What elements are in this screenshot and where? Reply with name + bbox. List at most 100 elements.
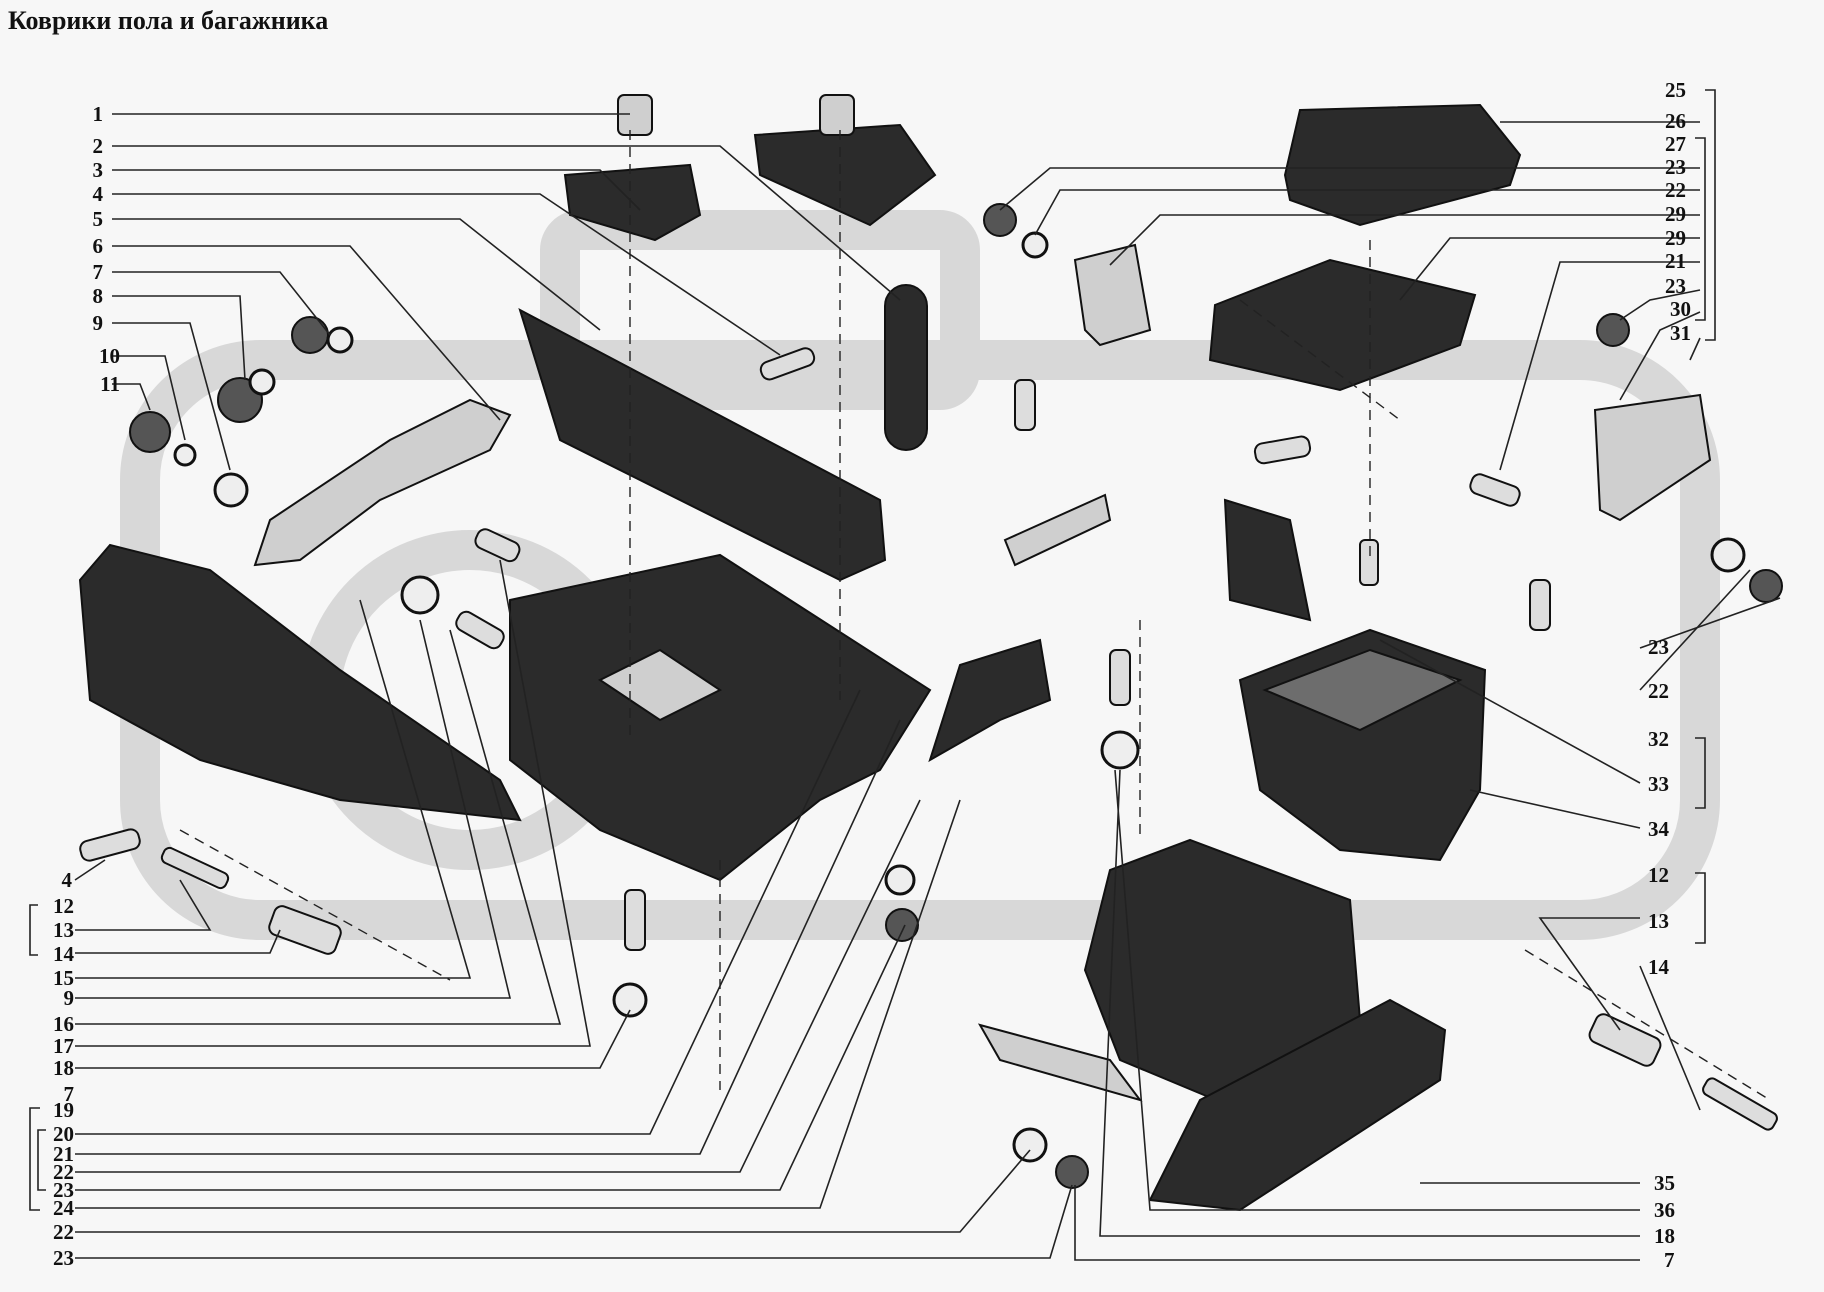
callout: 29 xyxy=(1665,202,1686,226)
callout: 10 xyxy=(99,344,120,368)
callout: 35 xyxy=(1654,1171,1675,1195)
callout: 22 xyxy=(1665,178,1686,202)
callout: 36 xyxy=(1654,1198,1675,1222)
callout: 17 xyxy=(53,1034,74,1058)
callout: 33 xyxy=(1648,772,1669,796)
leader-lines xyxy=(74,113,1781,1261)
washer-23-right xyxy=(1710,537,1746,573)
washer-23-mid xyxy=(884,864,916,896)
storage-box-opening xyxy=(1262,648,1463,732)
callout: 8 xyxy=(93,284,104,308)
screw-21 xyxy=(1359,539,1379,586)
callout: 2 xyxy=(93,134,104,158)
callout: 11 xyxy=(100,372,120,396)
callout: 7 xyxy=(1664,1248,1675,1272)
bolt-21 xyxy=(1529,579,1551,631)
gearshift-boot-right xyxy=(753,123,937,227)
callout: 14 xyxy=(53,942,75,966)
callout: 6 xyxy=(93,234,104,258)
callout: 19 xyxy=(53,1098,74,1122)
nut-23-bottom xyxy=(1055,1155,1089,1189)
washer-10 xyxy=(173,443,197,467)
storage-tray-top xyxy=(1208,258,1477,392)
callout: 4 xyxy=(62,868,73,892)
bolt-center-left xyxy=(474,528,521,563)
boot-collar-left xyxy=(617,94,653,136)
bolt-4-lower xyxy=(79,828,141,862)
fasteners xyxy=(79,203,1783,1189)
diagram-title: Коврики пола и багажника xyxy=(8,6,329,35)
callout: 22 xyxy=(1648,679,1669,703)
callout: 7 xyxy=(64,1082,75,1106)
callout: 12 xyxy=(53,894,74,918)
nut-22-mid xyxy=(885,908,919,942)
screw-12-right xyxy=(1702,1077,1778,1131)
washer-9 xyxy=(213,472,249,508)
callout: 15 xyxy=(53,966,74,990)
callout: 5 xyxy=(93,207,104,231)
callout: 30 xyxy=(1670,297,1691,321)
callout: 4 xyxy=(93,182,104,206)
callout: 3 xyxy=(93,158,104,182)
boot-collar-right xyxy=(819,94,855,136)
callout: 32 xyxy=(1648,727,1669,751)
callout-labels: 1 2 3 4 5 6 7 8 9 10 11 25 26 27 23 22 2… xyxy=(53,78,1691,1272)
washer-7 xyxy=(326,326,354,354)
callout: 13 xyxy=(1648,909,1669,933)
rear-cover-flange xyxy=(977,1023,1143,1102)
callout: 12 xyxy=(1648,863,1669,887)
slotted-bracket xyxy=(1073,243,1152,347)
callout: 13 xyxy=(53,918,74,942)
callout: 1 xyxy=(93,102,104,126)
callout: 29 xyxy=(1665,226,1686,250)
screw-12-left xyxy=(160,846,230,890)
callout: 27 xyxy=(1665,132,1686,156)
cylinder-part xyxy=(884,284,928,451)
callout: 22 xyxy=(53,1160,74,1184)
floor-mat-strip xyxy=(518,307,887,582)
clip-14-right xyxy=(1588,1013,1662,1067)
washer-18 xyxy=(612,982,648,1018)
plate-strip xyxy=(1003,493,1112,567)
callout: 18 xyxy=(53,1056,74,1080)
bolt-right xyxy=(1469,473,1521,507)
nut-7 xyxy=(291,316,329,354)
callout: 23 xyxy=(53,1246,74,1270)
nut-top xyxy=(983,203,1017,237)
washer-16 xyxy=(400,575,440,615)
nut-30 xyxy=(1596,313,1630,347)
callout: 23 xyxy=(1665,274,1686,298)
callout: 23 xyxy=(53,1178,74,1202)
callout: 21 xyxy=(53,1142,74,1166)
bolt-right-top xyxy=(1253,435,1312,465)
callout: 22 xyxy=(53,1220,74,1244)
clip-14-left xyxy=(268,905,342,955)
storage-lid xyxy=(1283,103,1522,227)
callout: 34 xyxy=(1648,817,1670,841)
callout: 20 xyxy=(53,1122,74,1146)
callout: 25 xyxy=(1665,78,1686,102)
bolt-mid xyxy=(1109,649,1131,706)
callout: 9 xyxy=(64,986,75,1010)
small-mat xyxy=(1223,498,1312,622)
left-console-panel xyxy=(78,543,522,822)
callout: 24 xyxy=(53,1196,75,1220)
nut-22-right xyxy=(1749,569,1783,603)
callout: 31 xyxy=(1670,321,1691,345)
tunnel-mat-opening xyxy=(598,648,722,722)
bolt-center-left-2 xyxy=(455,610,505,650)
washer-7-bottom xyxy=(1100,730,1140,770)
assembly-dash-lines xyxy=(179,130,1771,1101)
hinge xyxy=(1593,393,1712,522)
callout: 26 xyxy=(1665,109,1686,133)
arm-rest xyxy=(928,638,1052,763)
parts xyxy=(78,94,1712,1212)
callout: 23 xyxy=(1665,155,1686,179)
washer-22-bottom xyxy=(1012,1127,1048,1163)
callout: 14 xyxy=(1648,955,1670,979)
bolt-lower-mid xyxy=(624,889,646,951)
washer-8b xyxy=(248,368,276,396)
callout: 23 xyxy=(1648,635,1669,659)
callout: 16 xyxy=(53,1012,74,1036)
